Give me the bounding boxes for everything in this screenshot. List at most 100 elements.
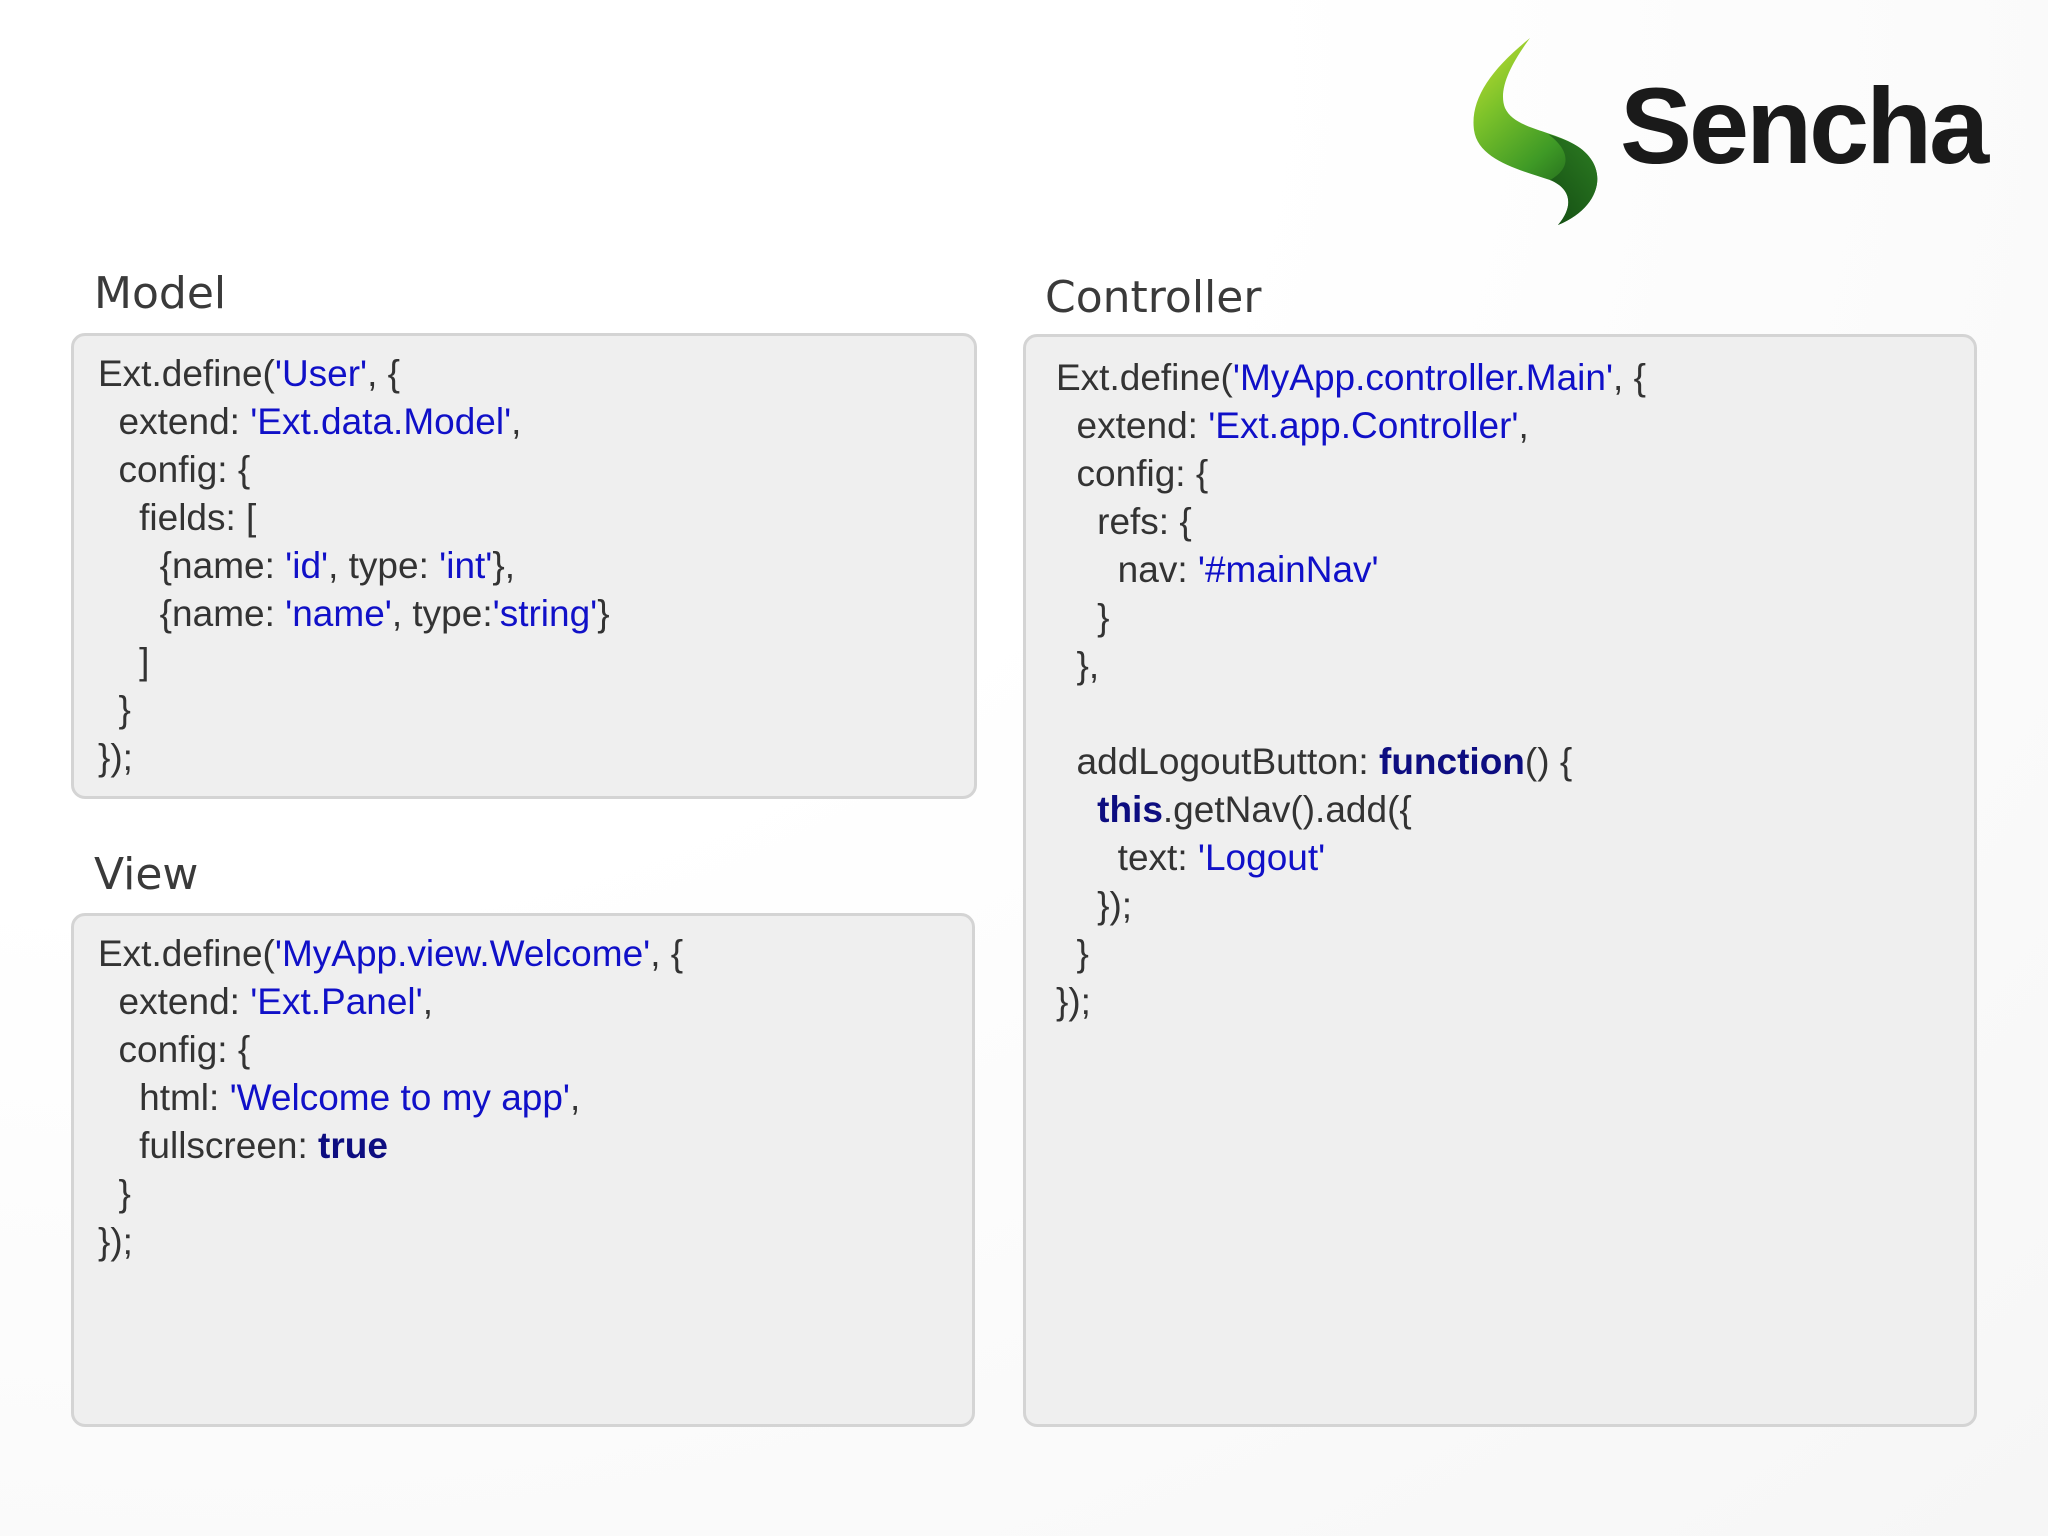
code-text: Ext.define( — [98, 933, 275, 974]
code-text: config: { — [98, 1029, 251, 1070]
code-text: config: { — [1056, 453, 1209, 494]
code-text: }); — [98, 1221, 133, 1262]
code-line: this.getNav().add({ — [1056, 786, 1646, 834]
code-line: addLogoutButton: function() { — [1056, 738, 1646, 786]
code-text: refs: { — [1056, 501, 1192, 542]
code-text: {name: — [98, 593, 286, 634]
code-text — [1056, 789, 1097, 830]
code-text: , type: — [391, 593, 493, 634]
code-line: } — [1056, 930, 1646, 978]
code-text: {name: — [98, 545, 286, 586]
code-keyword: this — [1097, 789, 1163, 830]
code-line: config: { — [98, 1026, 683, 1074]
code-line: }); — [98, 1218, 683, 1266]
code-line: extend: 'Ext.app.Controller', — [1056, 402, 1646, 450]
code-text: , type: — [328, 545, 440, 586]
code-line: extend: 'Ext.data.Model', — [98, 398, 610, 446]
code-line: {name: 'name', type:'string'} — [98, 590, 610, 638]
sencha-logo: Sencha — [1460, 30, 2000, 230]
code-string: 'Welcome to my app' — [229, 1077, 570, 1118]
view-code-box: Ext.define('MyApp.view.Welcome', { exten… — [71, 913, 975, 1427]
code-text: , { — [1613, 357, 1646, 398]
model-code-box: Ext.define('User', { extend: 'Ext.data.M… — [71, 333, 977, 799]
code-text: } — [98, 1173, 131, 1214]
code-line: ] — [98, 638, 610, 686]
code-line: refs: { — [1056, 498, 1646, 546]
model-code: Ext.define('User', { extend: 'Ext.data.M… — [98, 350, 610, 782]
code-string: 'MyApp.controller.Main' — [1232, 357, 1614, 398]
code-text: , { — [650, 933, 684, 974]
code-line: }, — [1056, 642, 1646, 690]
code-text: }); — [1056, 981, 1091, 1022]
code-text: , { — [367, 353, 401, 394]
code-line: fields: [ — [98, 494, 610, 542]
controller-code-box: Ext.define('MyApp.controller.Main', { ex… — [1023, 334, 1977, 1427]
code-line: } — [98, 686, 610, 734]
code-string: 'Logout' — [1197, 837, 1326, 878]
sencha-leaf-icon — [1473, 38, 1598, 225]
code-text: extend: — [1056, 405, 1209, 446]
code-text: }); — [1056, 885, 1133, 926]
code-string: 'Ext.Panel' — [250, 981, 423, 1022]
code-line: fullscreen: true — [98, 1122, 683, 1170]
code-line — [1056, 690, 1646, 738]
code-string: '#mainNav' — [1197, 549, 1379, 590]
controller-code: Ext.define('MyApp.controller.Main', { ex… — [1056, 354, 1646, 1026]
code-text: config: { — [98, 449, 251, 490]
code-text: }, — [492, 545, 516, 586]
controller-title: Controller — [1045, 272, 1262, 323]
view-code: Ext.define('MyApp.view.Welcome', { exten… — [98, 930, 683, 1266]
code-text: extend: — [98, 401, 251, 442]
code-text: } — [98, 689, 131, 730]
code-text: ] — [98, 641, 150, 682]
code-text: () { — [1524, 741, 1573, 782]
code-string: 'id' — [285, 545, 329, 586]
code-line: } — [1056, 594, 1646, 642]
code-line: html: 'Welcome to my app', — [98, 1074, 683, 1122]
code-line: config: { — [98, 446, 610, 494]
code-text: } — [1056, 597, 1110, 638]
code-line: }); — [98, 734, 610, 782]
code-line: } — [98, 1170, 683, 1218]
code-string: 'int' — [439, 545, 493, 586]
code-text: }, — [1056, 645, 1100, 686]
code-keyword: true — [318, 1125, 388, 1166]
code-text: , — [1518, 405, 1529, 446]
code-string: 'string' — [492, 593, 598, 634]
code-text: } — [597, 593, 610, 634]
code-line: }); — [1056, 882, 1646, 930]
view-title: View — [94, 849, 199, 900]
code-text: } — [1056, 933, 1089, 974]
code-line: extend: 'Ext.Panel', — [98, 978, 683, 1026]
code-text: Ext.define( — [98, 353, 275, 394]
code-text: , — [511, 401, 522, 442]
code-string: 'User' — [274, 353, 368, 394]
code-text: extend: — [98, 981, 251, 1022]
code-text: text: — [1056, 837, 1198, 878]
code-line: Ext.define('User', { — [98, 350, 610, 398]
code-line: }); — [1056, 978, 1646, 1026]
code-line: text: 'Logout' — [1056, 834, 1646, 882]
model-title: Model — [94, 268, 227, 319]
code-line: Ext.define('MyApp.controller.Main', { — [1056, 354, 1646, 402]
code-text: .getNav().add({ — [1162, 789, 1412, 830]
code-string: 'name' — [285, 593, 392, 634]
code-keyword: function — [1379, 741, 1525, 782]
code-text: html: — [98, 1077, 230, 1118]
code-line: {name: 'id', type: 'int'}, — [98, 542, 610, 590]
code-text: fields: [ — [98, 497, 257, 538]
code-string: 'MyApp.view.Welcome' — [274, 933, 651, 974]
code-string: 'Ext.app.Controller' — [1208, 405, 1519, 446]
sencha-wordmark: Sencha — [1620, 65, 1989, 186]
code-text: }); — [98, 737, 133, 778]
code-line: Ext.define('MyApp.view.Welcome', { — [98, 930, 683, 978]
code-text: addLogoutButton: — [1056, 741, 1379, 782]
code-text: Ext.define( — [1056, 357, 1233, 398]
code-text: , — [570, 1077, 581, 1118]
code-text: nav: — [1056, 549, 1198, 590]
code-line: nav: '#mainNav' — [1056, 546, 1646, 594]
code-string: 'Ext.data.Model' — [250, 401, 512, 442]
code-text: , — [422, 981, 433, 1022]
code-text: fullscreen: — [98, 1125, 319, 1166]
code-line: config: { — [1056, 450, 1646, 498]
